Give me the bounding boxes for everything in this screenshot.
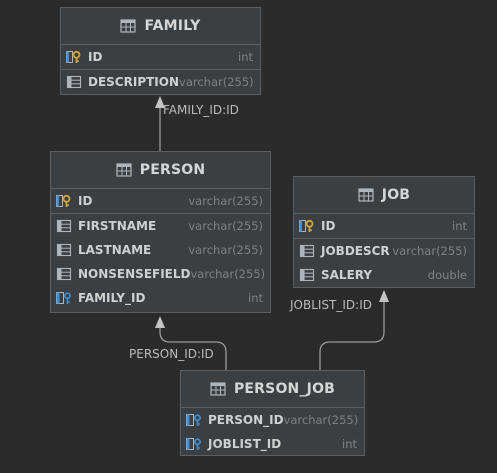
relation-label-family-id: FAMILY_ID:ID [163, 103, 239, 117]
column-row[interactable]: ID int [61, 45, 260, 70]
column-icon [299, 244, 315, 258]
table-person[interactable]: PERSON ID varchar(255) FIRSTNAME varchar(25… [50, 151, 271, 313]
column-name: ID [321, 219, 336, 233]
primary-key-icon [66, 50, 82, 64]
column-type: varchar(255) [190, 267, 266, 281]
column-type: varchar(255) [283, 413, 359, 427]
column-type: int [342, 437, 357, 451]
column-type: varchar(255) [392, 244, 467, 258]
column-name: LASTNAME [78, 243, 152, 257]
column-type: varchar(255) [179, 75, 254, 89]
column-type: varchar(255) [188, 194, 263, 208]
column-name: NONSENSEFIELD [78, 267, 191, 281]
column-icon [56, 219, 72, 233]
table-icon [210, 382, 226, 396]
table-title: JOB [381, 187, 411, 203]
table-header[interactable]: PERSON [51, 152, 270, 189]
table-title: PERSON [139, 162, 206, 178]
column-name: DESCRIPTION [88, 75, 180, 89]
column-row[interactable]: ID varchar(255) [51, 189, 270, 214]
arrowhead-job [379, 290, 389, 302]
primary-key-icon [299, 219, 315, 233]
column-name: JOBLIST_ID [208, 437, 282, 451]
foreign-key-icon [186, 413, 202, 427]
column-name: PERSON_ID [208, 413, 284, 427]
table-icon [358, 188, 374, 202]
column-name: FAMILY_ID [78, 291, 146, 305]
column-icon [66, 75, 82, 89]
column-type: int [248, 291, 263, 305]
column-row[interactable]: ID int [294, 214, 474, 239]
connector-job-personjob[interactable] [319, 300, 385, 370]
table-icon [120, 19, 137, 33]
column-icon [56, 243, 72, 257]
column-name: JOBDESCR [321, 244, 390, 258]
column-icon [56, 267, 72, 281]
column-name: ID [88, 50, 103, 64]
table-header[interactable]: FAMILY [61, 8, 260, 45]
column-type: double [427, 268, 467, 282]
relation-label-person-id: PERSON_ID:ID [129, 347, 214, 361]
table-title: FAMILY [144, 18, 201, 34]
column-row[interactable]: JOBLIST_ID int [181, 432, 364, 456]
column-row[interactable]: FIRSTNAME varchar(255) [51, 214, 270, 238]
table-title: PERSON_JOB [233, 381, 336, 397]
column-row[interactable]: LASTNAME varchar(255) [51, 238, 270, 262]
table-header[interactable]: PERSON_JOB [181, 371, 364, 408]
column-name: ID [78, 194, 93, 208]
column-name: FIRSTNAME [78, 219, 157, 233]
column-type: int [238, 50, 253, 64]
table-header[interactable]: JOB [294, 177, 474, 214]
column-type: varchar(255) [188, 243, 263, 257]
table-icon [116, 163, 132, 177]
column-row[interactable]: FAMILY_ID int [51, 286, 270, 310]
connector-person-personjob[interactable] [159, 322, 227, 370]
column-type: varchar(255) [188, 219, 263, 233]
column-icon [299, 268, 315, 282]
primary-key-icon [56, 194, 72, 208]
column-type: int [452, 219, 467, 233]
arrowhead-family [155, 96, 165, 108]
column-name: SALERY [321, 268, 373, 282]
column-row[interactable]: SALERY double [294, 263, 474, 287]
foreign-key-icon [56, 291, 72, 305]
foreign-key-icon [186, 437, 202, 451]
relation-label-joblist-id: JOBLIST_ID:ID [290, 298, 372, 312]
arrowhead-person [155, 316, 165, 328]
